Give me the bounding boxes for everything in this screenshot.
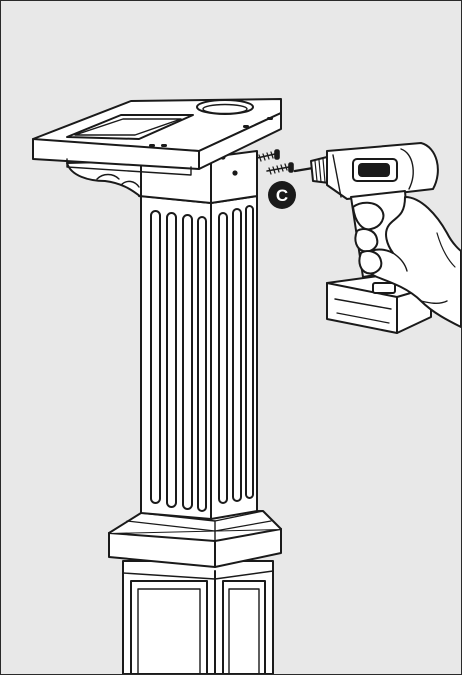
column-post-icon	[32, 98, 282, 674]
post-collar	[108, 510, 282, 568]
post-shaft	[140, 195, 258, 520]
hand-icon	[352, 196, 461, 328]
callout-badge: C	[268, 181, 296, 209]
top-mounting-plate	[32, 98, 282, 176]
callout-label: C	[276, 186, 288, 205]
screw-icon	[256, 149, 294, 175]
post-base	[122, 560, 274, 674]
